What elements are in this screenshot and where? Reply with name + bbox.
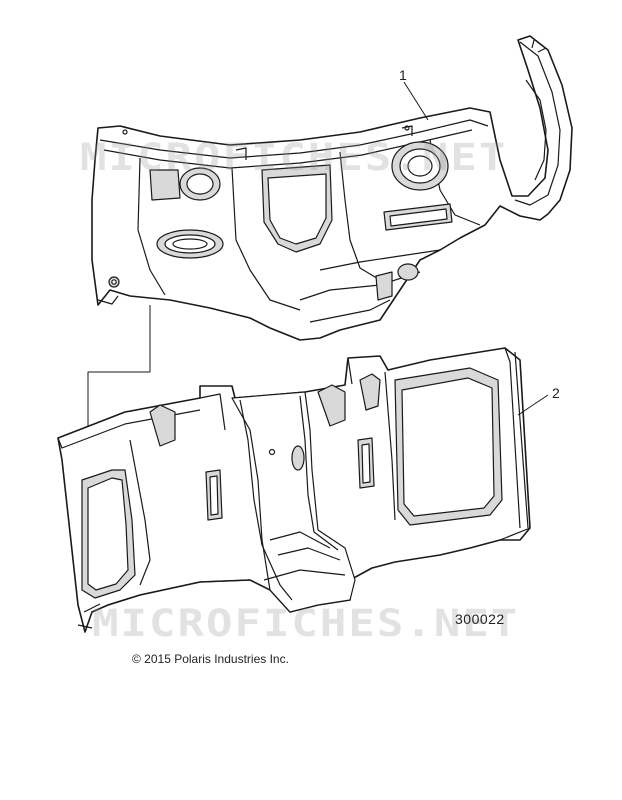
copyright-notice: © 2015 Polaris Industries Inc. <box>132 652 289 666</box>
callout-1: 1 <box>399 67 407 83</box>
floor-panel <box>57 347 531 633</box>
dashboard-panel <box>91 35 573 341</box>
watermark-bottom: MICROFICHES.NET <box>92 601 520 646</box>
center-tunnel <box>231 391 356 613</box>
dashboard-outline <box>91 35 573 341</box>
left-recess <box>149 169 181 201</box>
figure-number: 300022 <box>455 611 505 627</box>
callout-2-leader <box>517 394 549 416</box>
callout-1-leader <box>403 81 429 121</box>
callout-2: 2 <box>552 385 560 401</box>
watermark-top: MICROFICHES.NET <box>80 135 508 180</box>
assembly-leader-line <box>87 305 151 440</box>
